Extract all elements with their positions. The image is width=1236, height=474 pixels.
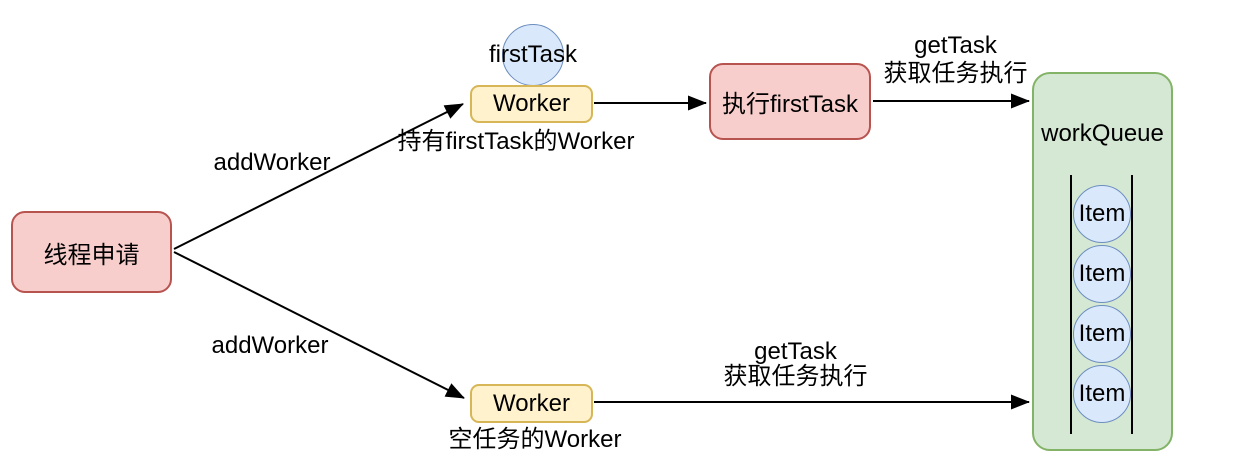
workqueue-rail-left — [1070, 175, 1072, 434]
queue-item-label: Item — [1078, 260, 1126, 287]
edge-label-addworker-bottom: addWorker — [211, 332, 329, 359]
worker-bottom-caption: 空任务的Worker — [448, 426, 622, 453]
workqueue-rail-right — [1131, 175, 1133, 434]
node-firsttask-circle: firstTask — [489, 24, 577, 86]
queue-item: Item — [1073, 245, 1131, 303]
queue-item: Item — [1073, 305, 1131, 363]
queue-item-label: Item — [1078, 320, 1126, 347]
workqueue-title: workQueue — [1041, 120, 1164, 147]
thread-request-label: 线程申请 — [43, 241, 140, 269]
node-worker-bottom: Worker — [470, 384, 593, 423]
queue-item: Item — [1073, 365, 1131, 423]
queue-item-label: Item — [1078, 200, 1126, 227]
gettask-bottom-line1: getTask — [754, 338, 837, 365]
worker-top-caption: 持有firstTask的Worker — [397, 128, 635, 155]
arrow-addworker-top — [173, 103, 464, 250]
edge-label-gettask-top: getTask 获取任务执行 — [853, 32, 1058, 88]
gettask-bottom-line2: 获取任务执行 — [723, 363, 868, 390]
execute-firsttask-label: 执行firstTask — [721, 91, 858, 118]
queue-item-label: Item — [1078, 380, 1126, 407]
gettask-top-line2: 获取任务执行 — [883, 60, 1028, 87]
firsttask-label: firstTask — [489, 41, 578, 68]
arrow-addworker-bottom — [173, 251, 465, 399]
worker-top-label: Worker — [493, 90, 570, 117]
node-worker-top: Worker — [470, 85, 593, 123]
node-execute-firsttask: 执行firstTask — [709, 63, 871, 140]
gettask-top-line1: getTask — [914, 32, 997, 59]
queue-item: Item — [1073, 185, 1131, 243]
worker-bottom-label: Worker — [493, 389, 570, 417]
node-thread-request: 线程申请 — [11, 211, 172, 293]
edge-label-gettask-bottom: getTask 获取任务执行 — [693, 339, 898, 389]
node-workqueue: workQueue Item Item Item Item — [1032, 72, 1173, 451]
edge-label-addworker-top: addWorker — [213, 149, 331, 176]
